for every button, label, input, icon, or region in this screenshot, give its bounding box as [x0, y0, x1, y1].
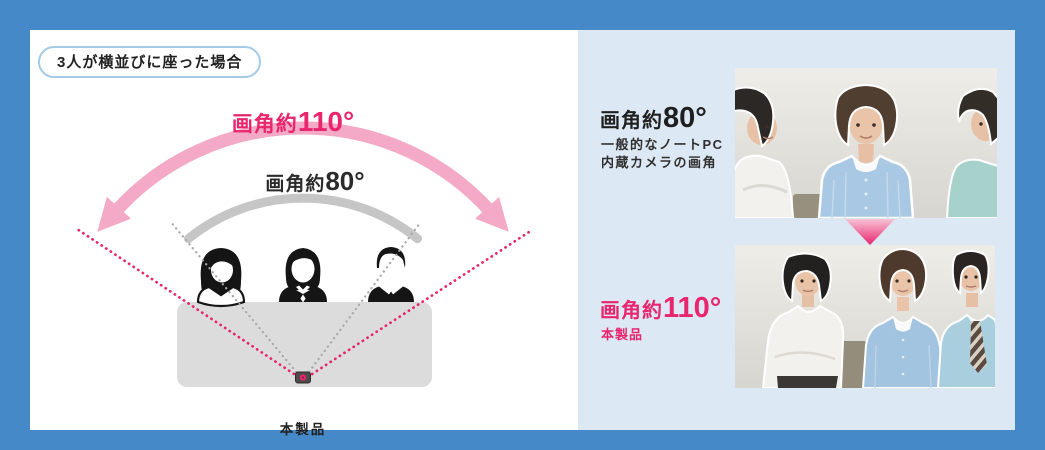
narrow-fov-line-left [168, 219, 305, 382]
photo80-center-woman [817, 83, 915, 218]
angle-80-description: 一般的なノートPC 内蔵カメラの画角 [601, 137, 724, 170]
angle-110-heading: 画角約110° [600, 292, 722, 324]
arrow-down-icon [845, 219, 895, 245]
diagram-panel: 3人が横並びに座った場合 画角約110° 画角約80° 本製品 [30, 30, 578, 437]
angle-80-heading: 画角約80° [600, 102, 707, 134]
wide-angle-label: 画角約110° [231, 106, 355, 137]
scenario-badge: 3人が横並びに座った場合 [38, 46, 262, 78]
seating-diagram [75, 121, 531, 387]
person-man-icon [368, 247, 414, 302]
product-label: 本製品 [279, 422, 327, 437]
narrow-angle-label: 画角約80° [265, 166, 365, 196]
narrow-angle-arc [184, 193, 422, 244]
person-woman-long-hair-icon [196, 248, 246, 308]
photo80-right-person [945, 87, 997, 218]
wide-fov-line-right [301, 230, 531, 382]
webcam-icon [295, 371, 311, 384]
content-frame: 3人が横並びに座った場合 画角約110° 画角約80° 本製品 画角約80° 一… [30, 30, 1015, 437]
photo110-left-woman [761, 252, 845, 388]
photo110-center-woman [861, 247, 944, 388]
person-woman-bob-icon [279, 248, 327, 303]
photo110-right-man [936, 250, 995, 388]
table [177, 302, 432, 387]
narrow-fov-line-right [301, 221, 422, 382]
photo-80-degree [735, 68, 997, 218]
angle-110-product-label: 本製品 [601, 327, 644, 342]
photo-110-degree [735, 245, 995, 388]
comparison-panel: 画角約80° 一般的なノートPC 内蔵カメラの画角 画角約110° 本製品 [578, 30, 1015, 430]
wide-fov-line-left [75, 227, 305, 382]
wide-angle-arrow-arc [97, 121, 509, 232]
